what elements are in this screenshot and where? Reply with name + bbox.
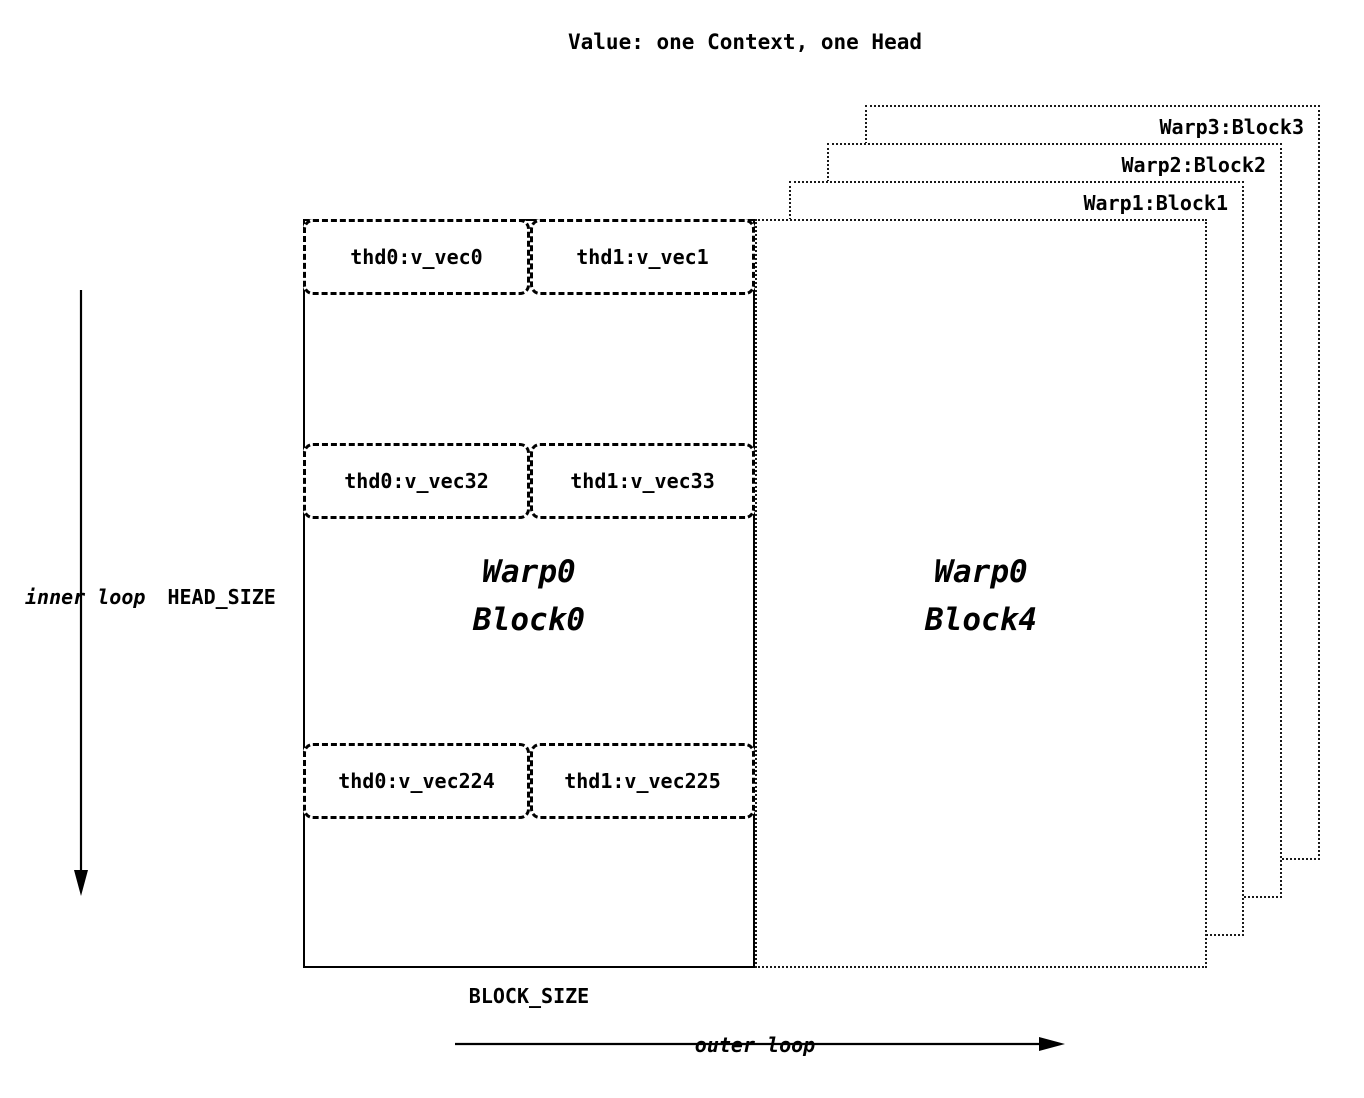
diagram-title: Value: one Context, one Head [567,30,923,54]
block-card-warp1-label: Warp1:Block1 [1083,191,1229,215]
thread-box-thd1-vvec225: thd1:v_vec225 [530,743,755,819]
inner-loop-arrow [74,290,88,896]
thread-box-thd1-vvec33: thd1:v_vec33 [530,443,755,519]
warp0-block4-label-line2: Block4 [925,602,1037,639]
warp0-block4-label-line1: Warp0 [934,554,1028,590]
head-size-label: HEAD_SIZE [167,585,276,609]
warp0-block0-label-line2: Block0 [473,602,585,639]
warp0-block0-rect [303,219,755,968]
thread-box-thd0-vvec32: thd0:v_vec32 [303,443,530,519]
block-card-warp0-block4 [755,219,1207,968]
outer-loop-arrow [455,1037,1065,1051]
block-card-warp2-label: Warp2:Block2 [1121,153,1267,177]
warp0-block4-label: Warp0 Block4 [755,548,1207,644]
block-size-label: BLOCK_SIZE [468,984,590,1008]
thread-box-thd0-vvec0: thd0:v_vec0 [303,219,530,295]
block-card-warp3-label: Warp3:Block3 [1159,115,1305,139]
thread-box-thd0-vvec224: thd0:v_vec224 [303,743,530,819]
inner-loop-axis-label: inner loop HEAD_SIZE [25,585,276,609]
inner-loop-label: inner loop [25,585,146,609]
outer-loop-label: outer loop [694,1033,816,1057]
warp0-block0-label-line1: Warp0 [482,554,576,590]
warp0-block0-label: Warp0 Block0 [303,548,755,644]
thread-box-thd1-vvec1: thd1:v_vec1 [530,219,755,295]
